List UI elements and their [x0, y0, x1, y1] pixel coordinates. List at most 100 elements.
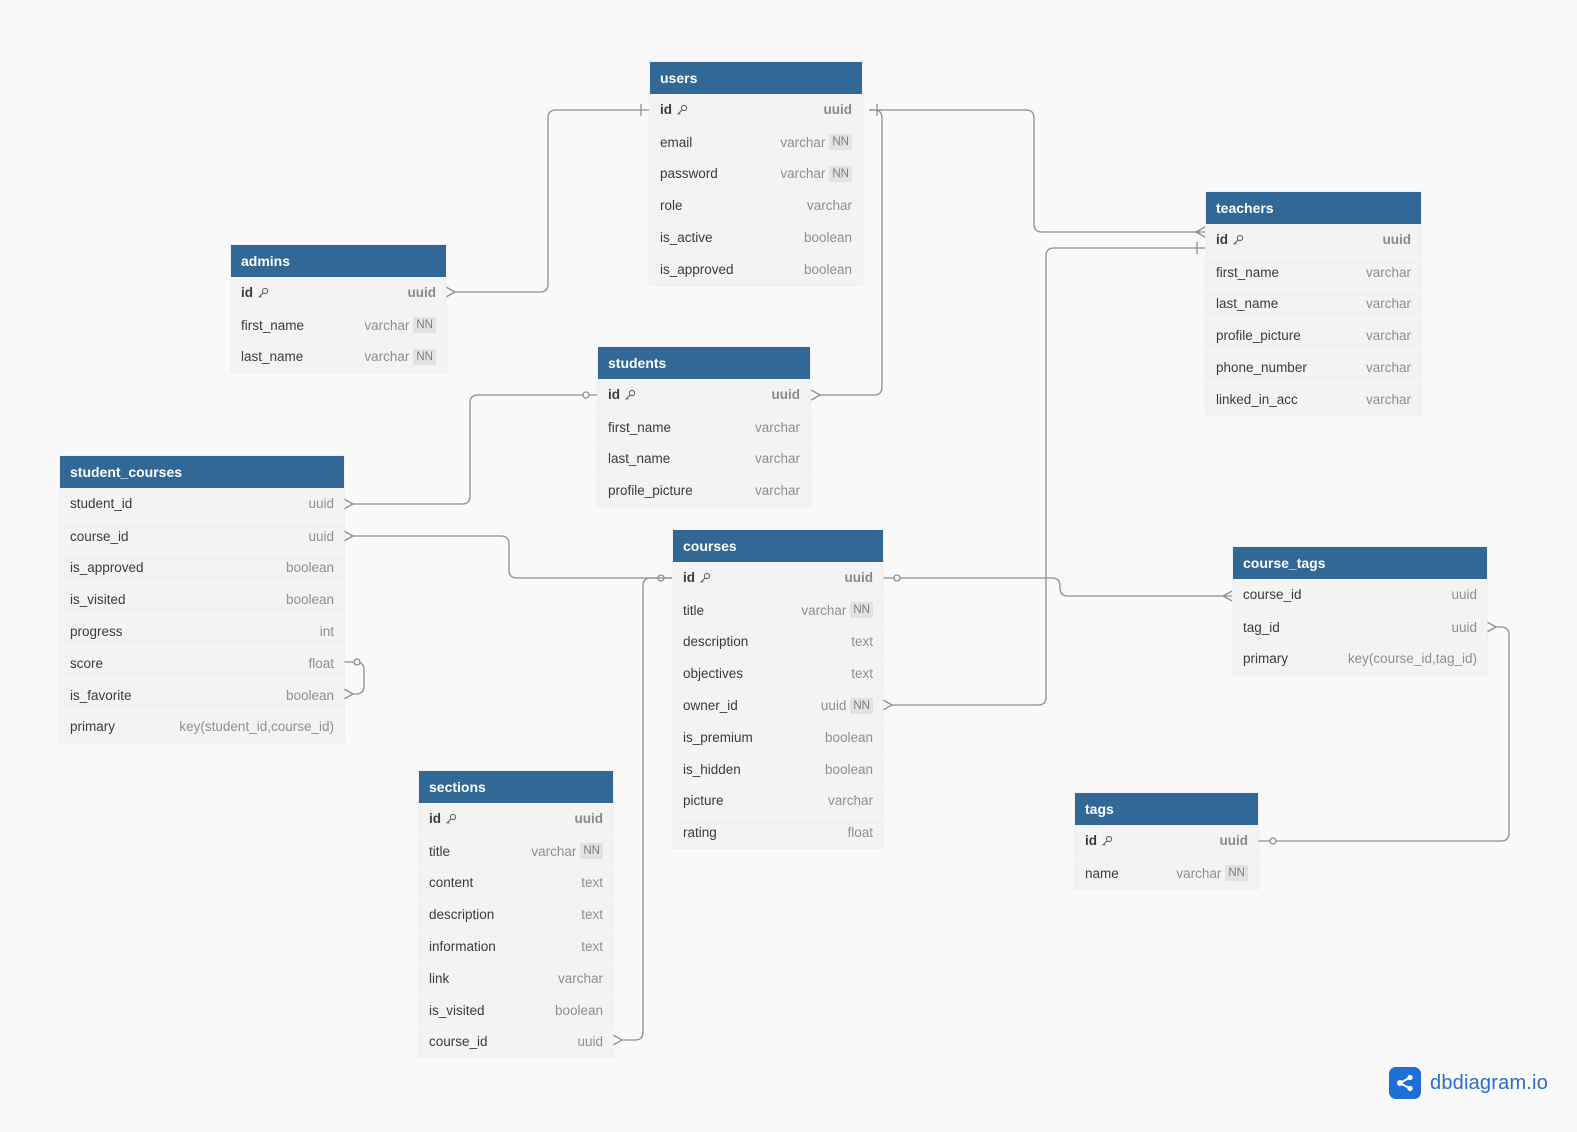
- field-type-text: boolean: [285, 592, 334, 608]
- field-name: link: [429, 971, 449, 986]
- field-type: boolean: [286, 592, 334, 607]
- field-name-text: link: [429, 970, 450, 986]
- field-type-text: float: [847, 825, 873, 841]
- field-name: student_id: [70, 496, 132, 511]
- field-name-text: last_name: [1216, 296, 1279, 312]
- field-type-text: boolean: [803, 261, 852, 277]
- field-name-text: rating: [683, 825, 717, 841]
- field-name: is_approved: [70, 560, 144, 575]
- field-name-text: name: [1085, 865, 1119, 881]
- table-header[interactable]: tags: [1075, 793, 1258, 825]
- share-nodes-icon: [1389, 1067, 1421, 1099]
- field-name: last_name: [241, 349, 303, 364]
- field-name: title: [683, 603, 704, 618]
- field-name-text: course_id: [70, 528, 129, 544]
- table-header[interactable]: teachers: [1206, 192, 1421, 224]
- field-type-text: boolean: [824, 761, 873, 777]
- field-name-text: course_id: [429, 1034, 488, 1050]
- table-header[interactable]: student_courses: [60, 456, 344, 488]
- field-name-text: content: [429, 875, 474, 891]
- field-name: progress: [70, 624, 123, 639]
- field-type-text: varchar: [1365, 360, 1411, 376]
- zero-marker: [353, 658, 361, 666]
- field-row[interactable]: rating float: [673, 816, 883, 848]
- table-header[interactable]: sections: [419, 771, 613, 803]
- primary-key-icon: [676, 104, 688, 116]
- dbdiagram-logo[interactable]: dbdiagram.io: [1389, 1067, 1548, 1099]
- field-row[interactable]: link varchar: [419, 961, 613, 994]
- crow-foot: [810, 389, 822, 401]
- table-header[interactable]: courses: [673, 530, 883, 562]
- crow-foot: [882, 699, 894, 711]
- table-header[interactable]: students: [598, 347, 810, 379]
- table-header[interactable]: users: [650, 62, 862, 94]
- field-type-text: boolean: [803, 230, 852, 246]
- table-header[interactable]: course_tags: [1233, 547, 1487, 579]
- field-type: text: [581, 939, 603, 954]
- relation-self-loop: [344, 661, 365, 695]
- field-type: varchar: [558, 971, 603, 986]
- field-type: varchar: [828, 793, 873, 808]
- field-name: id: [1085, 833, 1113, 848]
- table-header[interactable]: admins: [231, 245, 446, 277]
- field-type: varchar: [1366, 360, 1411, 375]
